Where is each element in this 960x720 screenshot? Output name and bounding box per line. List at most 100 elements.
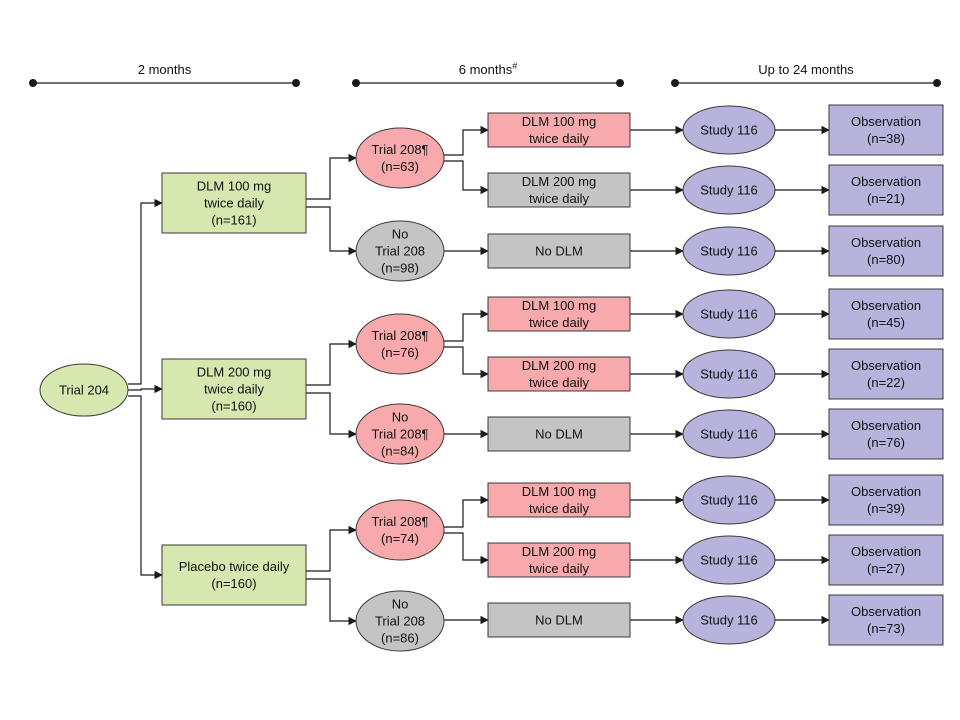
timeline-dot xyxy=(29,79,37,87)
observation-box-shape xyxy=(828,104,944,156)
observation-box-shape xyxy=(828,164,944,216)
observation-box-shape xyxy=(828,474,944,526)
treatment-box-shape xyxy=(487,416,631,452)
node-label: (n=38) xyxy=(867,131,905,146)
trial-208-oval-shape xyxy=(355,127,445,189)
timeline-header-text: 6 months xyxy=(459,62,513,77)
root-to-arm-connector xyxy=(128,395,163,580)
arm-to-oval-connector xyxy=(306,206,357,256)
treatment-box-shape xyxy=(487,112,631,148)
observation-box: Observation(n=80) xyxy=(828,225,944,277)
node-label: (n=161) xyxy=(211,213,256,228)
timeline-header: Up to 24 months xyxy=(758,62,854,77)
observation-box: Observation(n=45) xyxy=(828,288,944,340)
node-label: Study 116 xyxy=(700,123,758,138)
arm-box-shape xyxy=(161,172,307,234)
arm-to-oval-connector xyxy=(306,153,357,200)
node-label: (n=39) xyxy=(867,501,905,516)
node-label: DLM 100 mg xyxy=(197,179,271,194)
treatment-box: DLM 200 mg twice daily xyxy=(487,356,631,392)
timeline-dot xyxy=(933,79,941,87)
node-label: Study 116 xyxy=(700,183,758,198)
arm-to-oval-connector xyxy=(306,339,357,386)
node-label: No xyxy=(392,597,409,612)
timeline-dot xyxy=(352,79,360,87)
oval-to-box-connector xyxy=(444,532,489,565)
node-label: Observation xyxy=(851,418,921,433)
node-label: Observation xyxy=(851,544,921,559)
node-label: DLM 200 mg xyxy=(522,544,596,559)
node-label: Trial 208¶ xyxy=(371,514,428,529)
node-label: (n=73) xyxy=(867,621,905,636)
arm-to-oval-connector xyxy=(306,392,357,439)
node-label: DLM 200 mg xyxy=(522,358,596,373)
study-116-oval-shape xyxy=(682,595,776,645)
node-label: Observation xyxy=(851,604,921,619)
node-label: twice daily xyxy=(529,561,589,576)
node-label: (n=63) xyxy=(381,159,419,174)
node-label: twice daily xyxy=(204,382,264,397)
observation-box-shape xyxy=(828,408,944,460)
observation-box: Observation(n=38) xyxy=(828,104,944,156)
node-label: DLM 100 mg xyxy=(522,298,596,313)
root-to-arm-connector xyxy=(128,384,163,394)
node-label: Trial 204 xyxy=(59,383,109,398)
node-label: (n=74) xyxy=(381,531,419,546)
treatment-box: DLM 100 mg twice daily xyxy=(487,112,631,148)
observation-box-shape xyxy=(828,225,944,277)
treatment-box: No DLM xyxy=(487,233,631,269)
timeline-header: 2 months xyxy=(138,62,192,77)
trial-204-node: Trial 204 xyxy=(39,363,129,417)
node-label: Study 116 xyxy=(700,553,758,568)
node-label: Observation xyxy=(851,484,921,499)
node-label: (n=160) xyxy=(211,576,256,591)
oval-to-box-connector xyxy=(444,346,489,379)
treatment-box-shape xyxy=(487,172,631,208)
study-116-oval: Study 116 xyxy=(682,289,776,339)
node-label: DLM 100 mg xyxy=(522,484,596,499)
node-label: (n=22) xyxy=(867,375,905,390)
study-116-oval: Study 116 xyxy=(682,165,776,215)
timeline-dot xyxy=(616,79,624,87)
study-116-oval-shape xyxy=(682,535,776,585)
node-label: twice daily xyxy=(529,375,589,390)
node-label: Trial 208 xyxy=(375,244,425,259)
node-label: No DLM xyxy=(535,244,583,259)
treatment-box: No DLM xyxy=(487,416,631,452)
study-116-oval: Study 116 xyxy=(682,409,776,459)
node-label: Study 116 xyxy=(700,493,758,508)
observation-box-shape xyxy=(828,348,944,400)
treatment-box-shape xyxy=(487,356,631,392)
arm-to-oval-connector xyxy=(306,578,357,626)
node-label: (n=27) xyxy=(867,561,905,576)
node-label: No xyxy=(392,227,409,242)
study-116-oval: Study 116 xyxy=(682,349,776,399)
node-label: twice daily xyxy=(529,131,589,146)
trial-208-oval-shape xyxy=(355,220,445,282)
node-label: (n=80) xyxy=(867,252,905,267)
node-label: Trial 208 xyxy=(375,614,425,629)
treatment-box: No DLM xyxy=(487,602,631,638)
trial-208-oval-shape xyxy=(355,590,445,652)
arm-box: Placebo twice daily(n=160) xyxy=(161,544,307,606)
study-116-oval-shape xyxy=(682,289,776,339)
observation-box-shape xyxy=(828,594,944,646)
observation-box: Observation (n=27) xyxy=(828,534,944,586)
node-label: Study 116 xyxy=(700,613,758,628)
observation-box: Observation(n=21) xyxy=(828,164,944,216)
node-label: DLM 200 mg xyxy=(197,365,271,380)
oval-to-box-connector xyxy=(444,160,489,195)
observation-box: Observation (n=73) xyxy=(828,594,944,646)
treatment-box-shape xyxy=(487,233,631,269)
treatment-box-shape xyxy=(487,482,631,518)
study-116-oval-shape xyxy=(682,409,776,459)
node-label: No DLM xyxy=(535,427,583,442)
node-label: DLM 100 mg xyxy=(522,114,596,129)
node-label: Study 116 xyxy=(700,367,758,382)
root-to-arm-connector xyxy=(128,198,163,385)
